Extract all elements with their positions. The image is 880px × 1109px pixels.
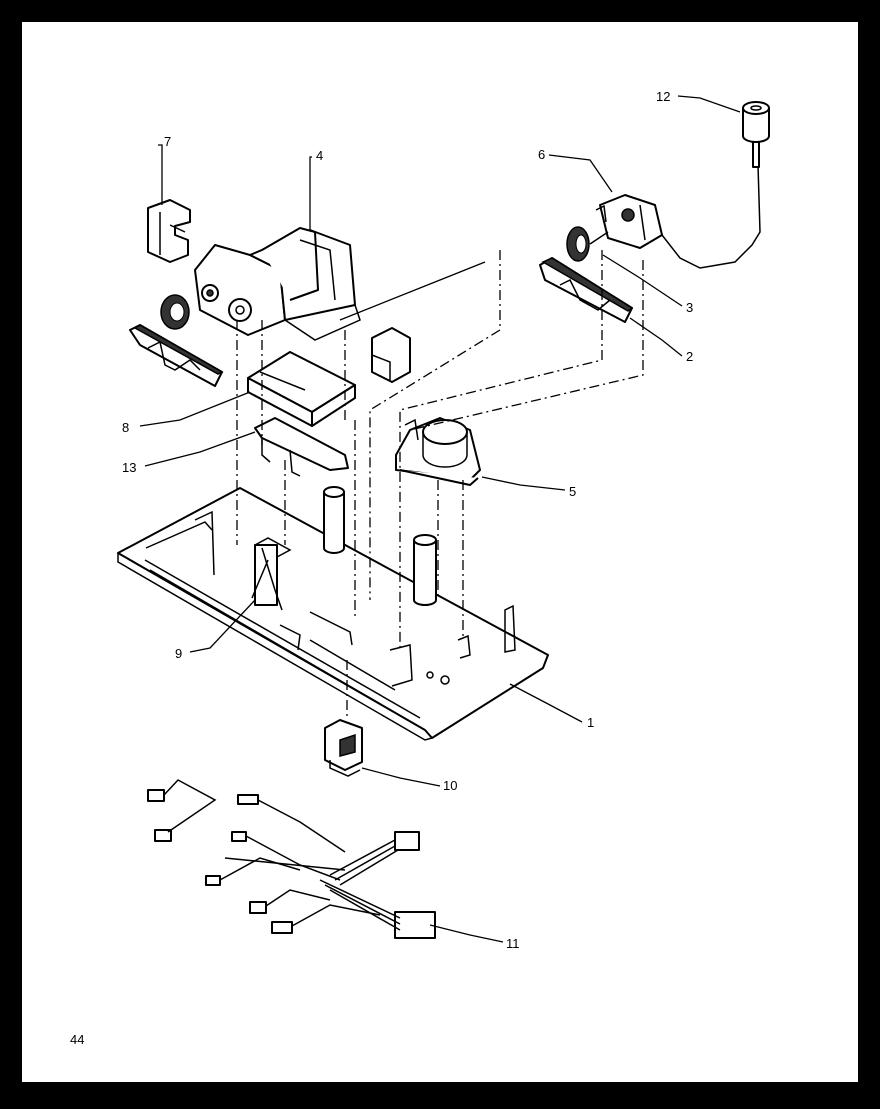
part-3-gear xyxy=(566,226,609,262)
callout-10: 10 xyxy=(443,778,457,793)
callout-12: 12 xyxy=(656,89,670,104)
part-12-sensor-bulb xyxy=(742,101,770,168)
part-8-block xyxy=(247,351,356,427)
base-posts xyxy=(323,486,437,606)
callout-13: 13 xyxy=(122,460,136,475)
part-10-switch xyxy=(324,719,363,777)
callout-6: 6 xyxy=(538,147,545,162)
part-7-bracket xyxy=(147,199,191,263)
leader-lines xyxy=(139,95,741,943)
callout-8: 8 xyxy=(122,420,129,435)
callout-4: 4 xyxy=(316,148,323,163)
part-6-thermostat xyxy=(595,164,761,269)
left-rail xyxy=(129,324,224,387)
callout-11: 11 xyxy=(506,936,520,951)
part-11-wiring-harness xyxy=(147,779,436,939)
callout-9: 9 xyxy=(175,646,182,661)
base-plate xyxy=(117,487,549,741)
page-number: 44 xyxy=(70,1032,84,1047)
callout-3: 3 xyxy=(686,300,693,315)
callout-2: 2 xyxy=(686,349,693,364)
part-13-shelf-bracket xyxy=(254,417,349,477)
left-gear xyxy=(160,294,190,330)
callout-7: 7 xyxy=(164,134,171,149)
alignment-lines xyxy=(236,250,644,720)
part-9-clip xyxy=(251,547,283,611)
part-5-damper-motor xyxy=(395,417,481,486)
callout-labels: 1 2 3 4 5 6 7 8 9 10 11 12 13 44 xyxy=(70,89,693,1047)
callout-1: 1 xyxy=(587,715,594,730)
part-2-rail xyxy=(539,257,634,323)
callout-5: 5 xyxy=(569,484,576,499)
center-block xyxy=(371,327,411,383)
part-4-motor-housing xyxy=(194,227,486,341)
